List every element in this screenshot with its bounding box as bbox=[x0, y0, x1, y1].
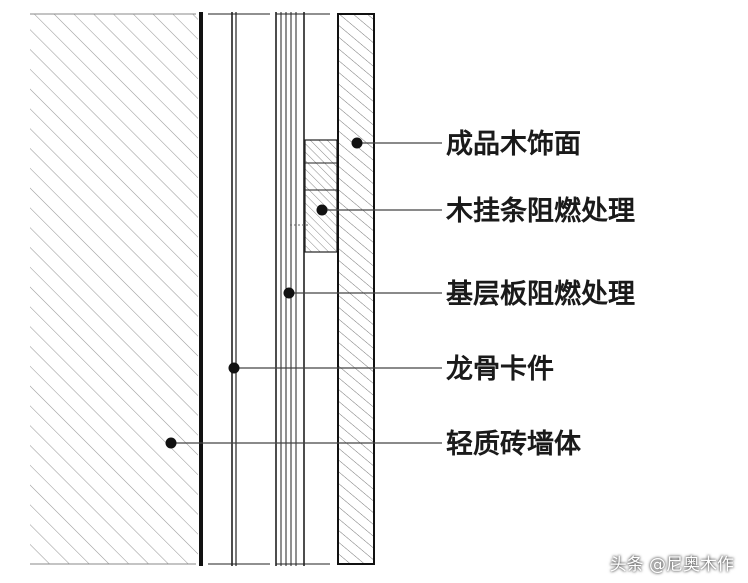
callout-brick-wall bbox=[165, 437, 442, 449]
callout-finished-wood-face bbox=[351, 137, 442, 149]
callout-base-board bbox=[283, 287, 442, 299]
callout-keel-clip bbox=[228, 362, 442, 374]
wood-face-panel bbox=[337, 13, 375, 565]
label-brick-wall: 轻质砖墙体 bbox=[446, 429, 582, 460]
watermark: 头条 @尼奥木作 bbox=[609, 555, 734, 575]
callout-wood-hanging-strip bbox=[316, 204, 442, 216]
keel-layer bbox=[208, 12, 270, 566]
label-base-board: 基层板阻燃处理 bbox=[446, 279, 635, 310]
wood-hanging-strip-block bbox=[290, 139, 338, 253]
label-finished-wood-face: 成品木饰面 bbox=[446, 129, 581, 160]
base-board-layers bbox=[275, 12, 330, 566]
brick-wall-section bbox=[30, 13, 198, 565]
label-keel-clip: 龙骨卡件 bbox=[446, 354, 554, 385]
label-wood-hanging-strip: 木挂条阻燃处理 bbox=[445, 196, 635, 227]
